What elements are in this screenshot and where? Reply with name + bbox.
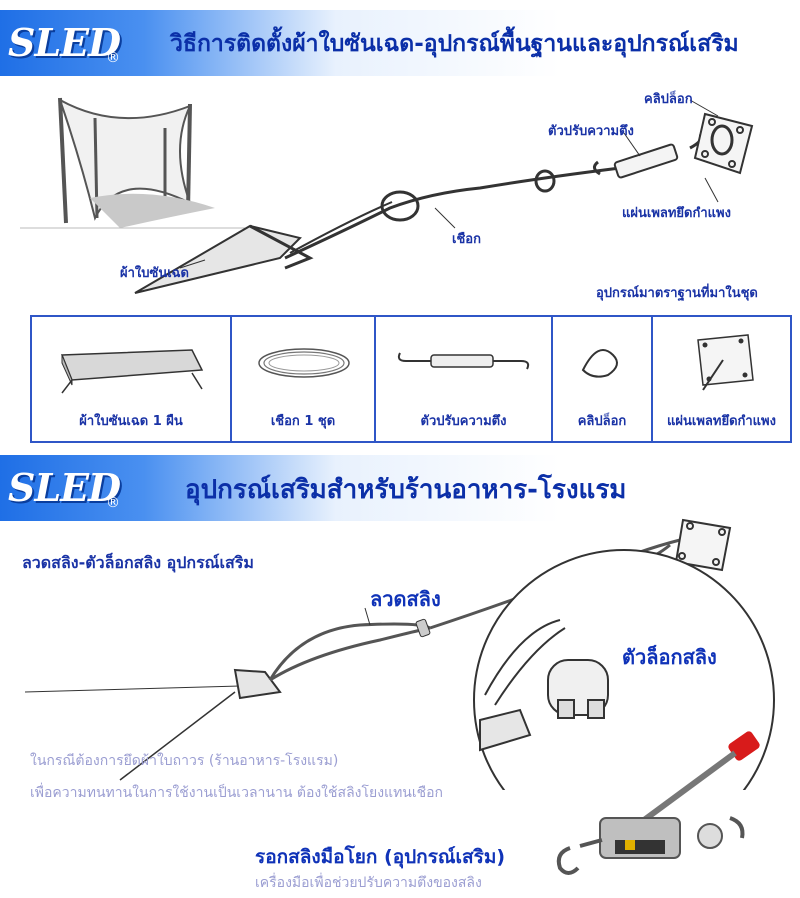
puller-title: รอกสลิงมือโยก (อุปกรณ์เสริม)	[255, 846, 506, 868]
section2-banner: SLED ® อุปกรณ์เสริมสำหรับร้านอาหาร-โรงแร…	[0, 455, 800, 521]
callout-sunshade: ผ้าใบซันเฉด	[120, 266, 189, 281]
callout-wire-lock: ตัวล็อกสลิง	[622, 645, 717, 669]
section2-subtitle: ลวดสลิง-ตัวล็อกสลิง อุปกรณ์เสริม	[22, 553, 254, 572]
item-label: เชือก 1 ชุด	[270, 414, 336, 429]
clip-lock-icon	[581, 349, 618, 378]
note-line-1: ในกรณีต้องการยึดผ้าใบถาวร (ร้านอาหาร-โรง…	[30, 753, 339, 769]
wall-plate-drawing	[693, 112, 754, 175]
item-wall-plate: แผ่นเพลทยึดกำแพง	[653, 317, 790, 441]
standard-items-box: ผ้าใบซันเฉด 1 ผืน เชือก 1 ชุด ตัวปรับควา…	[30, 315, 792, 443]
folded-sail-icon	[60, 349, 204, 394]
section1-banner: SLED ® วิธีการติดตั้งผ้าใบซันเฉด-อุปกรณ์…	[0, 10, 800, 76]
item-label: ตัวปรับความตึง	[420, 414, 507, 429]
detail-wire-lock-drawing	[479, 619, 609, 752]
corner-plate-drawing	[233, 668, 282, 700]
logo-text: SLED	[8, 20, 121, 65]
wire-illustration	[24, 518, 775, 790]
hand-puller-drawing	[556, 731, 760, 875]
item-label: คลิปล็อก	[577, 414, 627, 429]
brand-logo: SLED	[8, 465, 121, 510]
callout-turnbuckle: ตัวปรับความตึง	[548, 124, 634, 139]
registered-mark: ®	[106, 495, 120, 511]
turnbuckle-icon	[397, 352, 530, 370]
rope-drawing	[284, 166, 621, 260]
section2-title: อุปกรณ์เสริมสำหรับร้านอาหาร-โรงแรม	[185, 475, 627, 505]
section1-title: วิธีการติดตั้งผ้าใบซันเฉด-อุปกรณ์พื้นฐาน…	[170, 31, 739, 57]
item-sunshade: ผ้าใบซันเฉด 1 ผืน	[32, 317, 232, 441]
puller-description: เครื่องมือเพื่อช่วยปรับความตึงของสลิง	[255, 875, 482, 891]
sail-shadow	[90, 193, 215, 228]
callout-rope: เชือก	[452, 232, 481, 247]
item-rope: เชือก 1 ชุด	[232, 317, 376, 441]
item-label: ผ้าใบซันเฉด 1 ผืน	[79, 414, 183, 429]
item-turnbuckle: ตัวปรับความตึง	[376, 317, 553, 441]
installation-illustration	[20, 97, 754, 294]
note-line-2: เพื่อความทนทานในการใช้งานเป็นเวลานาน ต้อ…	[30, 785, 444, 801]
callout-clip-lock: คลิปล็อก	[644, 92, 693, 107]
item-clip-lock: คลิปล็อก	[553, 317, 653, 441]
item-label: แผ่นเพลทยึดกำแพง	[667, 414, 776, 429]
sail-corner-drawing	[134, 224, 302, 294]
callout-wire: ลวดสลิง	[370, 587, 441, 611]
rope-coil-icon	[258, 348, 350, 378]
logo-text: SLED	[8, 465, 121, 510]
callout-wall-plate: แผ่นเพลทยึดกำแพง	[622, 206, 731, 221]
registered-mark: ®	[106, 50, 120, 66]
wall-plate-icon	[697, 334, 754, 391]
standard-caption: อุปกรณ์มาตราฐานที่มาในชุด	[596, 286, 758, 301]
brand-logo: SLED	[8, 20, 121, 65]
wall-plate-drawing-2	[674, 518, 732, 572]
